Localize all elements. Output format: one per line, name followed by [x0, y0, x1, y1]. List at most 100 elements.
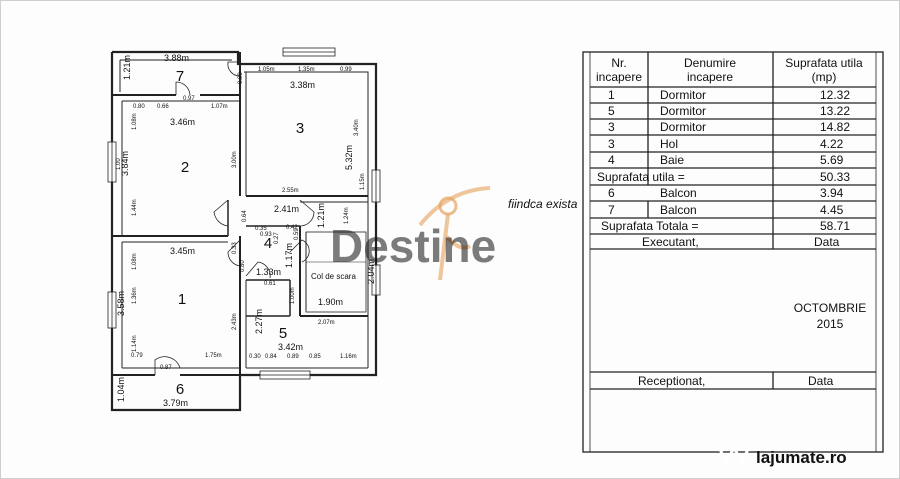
watermark-tagline: fiindca exista [508, 197, 578, 211]
table-header: Nr. incapere Denumire incapere Suprafata… [596, 56, 863, 84]
row-name: Baie [660, 153, 684, 167]
header-nr: Nr. [611, 56, 626, 70]
dimension-label: 0.97 [183, 96, 195, 102]
dimension-label: 1.16m [340, 354, 357, 360]
dimension-label: 1.14m [132, 335, 138, 352]
row-name: Dormitor [660, 104, 706, 118]
dimension-label: 3.45m [170, 246, 195, 256]
dimension-label: 0.35 [255, 226, 267, 232]
row-area: 13.22 [820, 104, 850, 118]
row-name: Dormitor [660, 88, 706, 102]
header-mp: (mp) [812, 70, 837, 84]
dimension-label: 1.07m [211, 104, 228, 110]
dimension-label: 3.46m [170, 117, 195, 127]
dimension-label: 1.33m [256, 267, 281, 277]
dimension-label: 0.33 [232, 242, 238, 254]
dimension-label: 2.43m [232, 313, 238, 330]
dimension-label: 0.59 [294, 228, 300, 240]
dimension-label: 0.66 [157, 104, 169, 110]
dimension-label: 1.00 [116, 158, 122, 170]
dimension-label: 0.27 [274, 232, 280, 244]
dimension-label: 0.99 [340, 67, 352, 73]
row-nr: 6 [608, 186, 615, 200]
header-denumire-incapere: incapere [687, 70, 733, 84]
row-nr: 3 [608, 120, 615, 134]
row-nr: 1 [608, 88, 615, 102]
room-number-6: 6 [176, 381, 184, 398]
dimension-label: 1.36m [132, 287, 138, 304]
doors [154, 61, 315, 375]
row-area: 3.94 [820, 186, 844, 200]
row-area: 4.22 [820, 137, 844, 151]
dimension-label: 1.00m [290, 287, 296, 304]
dimension-label: 0.64 [242, 210, 248, 222]
site-logo: lajumate.ro [716, 444, 847, 467]
dimension-label: 2.41m [274, 204, 299, 214]
row-nr: 3 [608, 137, 615, 151]
site-logo-icon [716, 444, 752, 466]
stair-label: Col de scara [311, 272, 356, 281]
dimension-label: 0.89 [287, 354, 299, 360]
data-label-2: Data [808, 374, 834, 388]
watermark-brand: Destine [330, 220, 496, 272]
dimension-label: 1.04m [116, 377, 126, 402]
dimension-label: 2.27m [254, 309, 264, 334]
dimension-label: 0.61 [264, 281, 276, 287]
dimension-label: 2.04m [366, 259, 376, 284]
dimension-label: 1.05m [258, 67, 275, 73]
windows [107, 47, 381, 380]
dimension-label: 1.21m [316, 203, 326, 228]
useful-area-label: Suprafata utila = [597, 170, 685, 184]
table-rows: 1 Dormitor 12.32 5 Dormitor 13.22 3 Dorm… [597, 88, 866, 388]
data-label: Data [814, 235, 840, 249]
dimension-label: 1.15m [360, 173, 366, 190]
row-nr: 5 [608, 104, 615, 118]
dimension-label: 1.08m [132, 253, 138, 270]
dimension-label: 3.58m [116, 291, 126, 316]
room-number-1: 1 [178, 291, 186, 308]
date-month: OCTOMBRIE [794, 301, 866, 315]
dimension-label: 0.42 [286, 225, 298, 231]
dimension-label: 1.75m [205, 353, 222, 359]
dimension-label: 1.21m [122, 55, 132, 80]
walls [110, 50, 378, 412]
row-nr: 7 [608, 203, 615, 217]
dimension-label: 3.84m [120, 151, 130, 176]
room-number-5: 5 [279, 325, 287, 342]
room-number-7: 7 [176, 68, 184, 85]
dimension-label: 0.85 [309, 354, 321, 360]
dimension-labels: 3.88m 1.05m 1.35m 0.99 3.38m 0.80 0.66 0… [116, 53, 376, 408]
date-year: 2015 [817, 317, 844, 331]
watermark: Destine fiindca exista [330, 186, 578, 281]
row-name: Hol [660, 137, 678, 151]
header-denumire: Denumire [684, 56, 736, 70]
room-number-4: 4 [264, 235, 272, 252]
dimension-label: 3.88m [164, 53, 189, 63]
dimension-label: 5.32m [344, 145, 354, 170]
header-suprafata: Suprafata utila [785, 56, 863, 70]
dimension-label: 2.07m [318, 320, 335, 326]
dimension-label: 0.84 [265, 354, 277, 360]
dimension-label: 0.79 [131, 353, 143, 359]
dimension-label: 1.17m [284, 243, 294, 268]
dimension-label: 0.80 [240, 260, 246, 272]
row-area: 5.69 [820, 153, 844, 167]
executant-label: Executant, [642, 235, 699, 249]
dimension-label: 3.00m [232, 151, 238, 168]
total-area-value: 58.71 [820, 219, 850, 233]
row-name: Balcon [660, 203, 697, 217]
dimension-label: 0.93 [260, 232, 272, 238]
dimension-label: 0.87 [160, 365, 172, 371]
dimension-label: 3.42m [278, 342, 303, 352]
row-area: 12.32 [820, 88, 850, 102]
dimension-label: 1.08m [132, 113, 138, 130]
dimension-label: 1.35m [298, 67, 315, 73]
dimension-label: 0.30 [249, 354, 261, 360]
dimension-label: 0.90 [238, 72, 244, 84]
dimension-label: 1.90m [318, 297, 343, 307]
header-incapere: incapere [596, 70, 642, 84]
row-nr: 4 [608, 153, 615, 167]
dimension-label: 3.79m [163, 398, 188, 408]
